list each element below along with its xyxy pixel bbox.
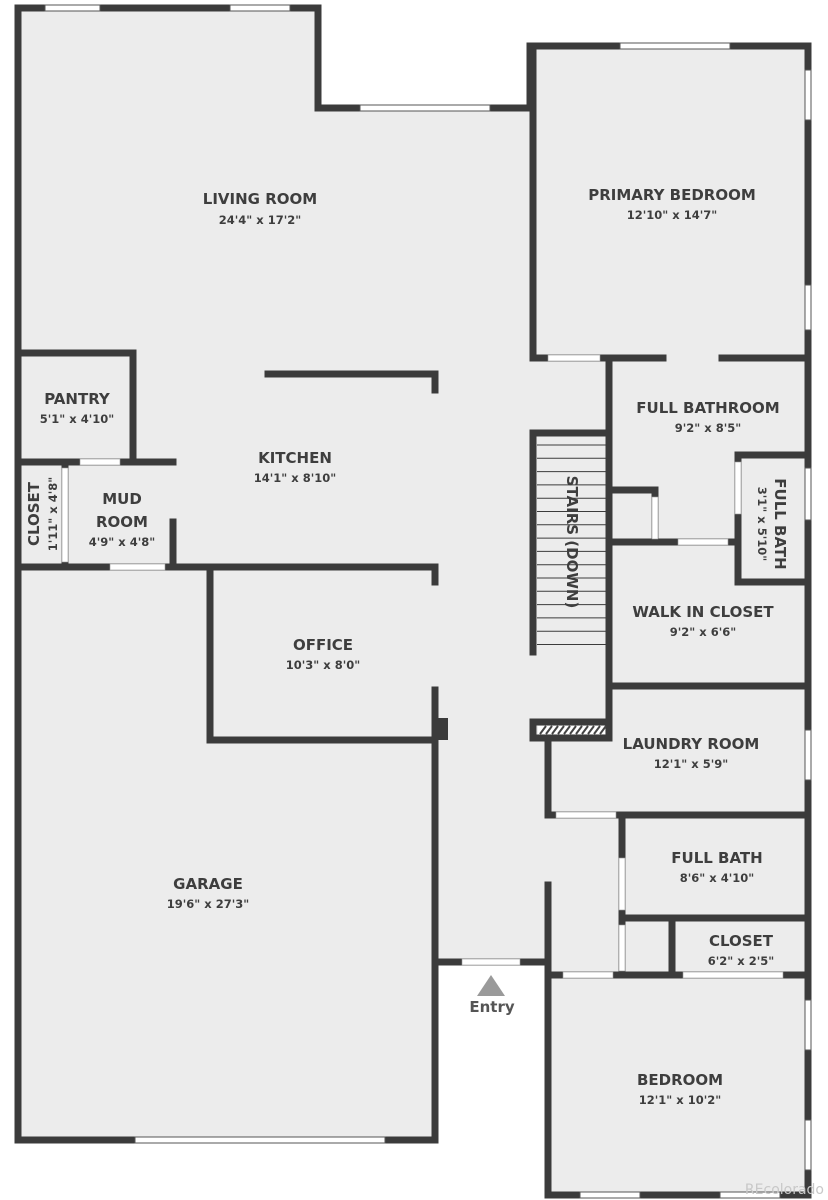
- hatch-line: [593, 725, 601, 735]
- watermark: REcolorado: [745, 1182, 824, 1198]
- room-primary-bedroom: PRIMARY BEDROOM 12'10" x 14'7": [588, 186, 756, 222]
- entry-marker: Entry: [469, 975, 515, 1016]
- room-mud-room: MUD ROOM 4'9" x 4'8": [89, 490, 155, 549]
- room-laundry: LAUNDRY ROOM 12'1" x 5'9": [623, 735, 760, 771]
- hatch-line: [557, 725, 565, 735]
- svg-text:19'6" x 27'3": 19'6" x 27'3": [167, 897, 249, 911]
- svg-text:12'1" x 5'9": 12'1" x 5'9": [654, 757, 728, 771]
- room-garage: GARAGE 19'6" x 27'3": [167, 875, 249, 911]
- svg-text:MUD: MUD: [102, 490, 142, 508]
- svg-text:OFFICE: OFFICE: [293, 636, 353, 654]
- room-walk-in-closet: WALK IN CLOSET 9'2" x 6'6": [632, 603, 774, 639]
- hatch-line: [539, 725, 547, 735]
- svg-text:5'1" x 4'10": 5'1" x 4'10": [40, 412, 114, 426]
- svg-text:9'2" x 6'6": 9'2" x 6'6": [670, 625, 736, 639]
- room-bedroom: BEDROOM 12'1" x 10'2": [637, 1071, 723, 1107]
- floor-area: [18, 8, 808, 1195]
- svg-text:PRIMARY BEDROOM: PRIMARY BEDROOM: [588, 186, 756, 204]
- svg-text:STAIRS (DOWN): STAIRS (DOWN): [563, 476, 581, 609]
- room-full-bathroom: FULL BATHROOM 9'2" x 8'5": [636, 399, 779, 435]
- svg-text:BEDROOM: BEDROOM: [637, 1071, 723, 1089]
- doors: [61, 354, 784, 979]
- room-closet-lower: CLOSET 6'2" x 2'5": [708, 932, 774, 968]
- hatch-line: [563, 725, 571, 735]
- svg-text:WALK IN CLOSET: WALK IN CLOSET: [632, 603, 774, 621]
- svg-text:6'2" x 2'5": 6'2" x 2'5": [708, 954, 774, 968]
- stair-treads: [537, 444, 606, 645]
- svg-text:1'11" x 4'8": 1'11" x 4'8": [46, 477, 60, 551]
- hatch: [538, 725, 607, 735]
- svg-text:12'1" x 10'2": 12'1" x 10'2": [639, 1093, 721, 1107]
- room-full-bath-small: FULL BATH 3'1" x 5'10": [755, 478, 789, 569]
- svg-text:PANTRY: PANTRY: [44, 390, 111, 408]
- svg-text:CLOSET: CLOSET: [25, 481, 43, 546]
- svg-text:3'1" x 5'10": 3'1" x 5'10": [755, 487, 769, 561]
- svg-text:10'3" x 8'0": 10'3" x 8'0": [286, 658, 360, 672]
- svg-text:4'9" x 4'8": 4'9" x 4'8": [89, 535, 155, 549]
- room-pantry: PANTRY 5'1" x 4'10": [40, 390, 114, 426]
- svg-text:ROOM: ROOM: [96, 513, 148, 531]
- hatch-line: [551, 725, 559, 735]
- svg-text:KITCHEN: KITCHEN: [258, 449, 332, 467]
- svg-text:24'4" x 17'2": 24'4" x 17'2": [219, 213, 301, 227]
- hatch-line: [575, 725, 583, 735]
- triangle-up-icon: [477, 975, 505, 996]
- svg-text:GARAGE: GARAGE: [173, 875, 243, 893]
- svg-text:FULL BATH: FULL BATH: [671, 849, 762, 867]
- hatch-line: [587, 725, 595, 735]
- svg-text:12'10" x 14'7": 12'10" x 14'7": [627, 208, 717, 222]
- svg-text:LIVING ROOM: LIVING ROOM: [203, 190, 317, 208]
- windows: [44, 4, 812, 1199]
- hatch-box: [538, 726, 605, 734]
- svg-text:14'1" x 8'10": 14'1" x 8'10": [254, 471, 336, 485]
- hatch-line: [599, 725, 607, 735]
- svg-text:LAUNDRY ROOM: LAUNDRY ROOM: [623, 735, 760, 753]
- svg-text:CLOSET: CLOSET: [709, 932, 774, 950]
- svg-text:9'2" x 8'5": 9'2" x 8'5": [675, 421, 741, 435]
- hatch-line: [569, 725, 577, 735]
- room-closet-left: CLOSET 1'11" x 4'8": [25, 477, 60, 551]
- room-office: OFFICE 10'3" x 8'0": [286, 636, 360, 672]
- svg-text:Entry: Entry: [469, 998, 514, 1016]
- svg-text:FULL BATH: FULL BATH: [771, 478, 789, 569]
- hatch-line: [581, 725, 589, 735]
- svg-text:8'6" x 4'10": 8'6" x 4'10": [680, 871, 754, 885]
- svg-text:FULL BATHROOM: FULL BATHROOM: [636, 399, 779, 417]
- room-full-bath-lower: FULL BATH 8'6" x 4'10": [671, 849, 762, 885]
- room-stairs: STAIRS (DOWN): [563, 476, 581, 609]
- room-living: LIVING ROOM 24'4" x 17'2": [203, 190, 317, 227]
- room-kitchen: KITCHEN 14'1" x 8'10": [254, 449, 336, 485]
- hatch-line: [545, 725, 553, 735]
